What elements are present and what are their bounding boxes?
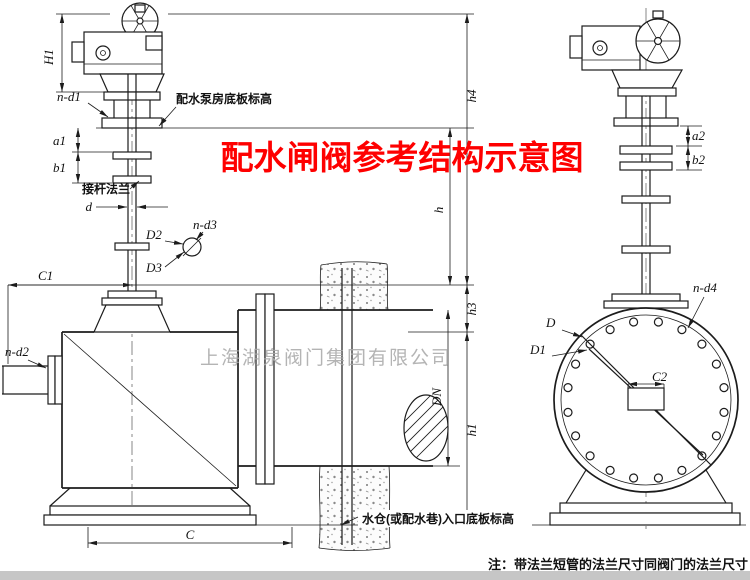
stub-flange [54,355,63,405]
base-right [549,469,741,526]
bonnet-flange-lower [603,300,689,309]
dims-right: a2 b2 n-d4 D D1 C2 [529,125,717,390]
dim-label-D1: D1 [529,342,546,357]
wall-lower-hatch [319,466,390,551]
pump-floor-label: 配水泵房底板标高 [176,91,272,106]
dim-label-D3: D3 [145,260,162,275]
dim-label-n-d3: n-d3 [193,217,217,232]
outlet-pipe [238,293,449,485]
base-plate [49,505,251,516]
base-plate [549,512,741,526]
bonnet-flange-upper [107,290,157,299]
dim-label-D2: D2 [145,227,162,242]
dim-label-h4: h4 [464,89,479,103]
bonnet-flange-lower [101,297,163,306]
dim-label-h1: h1 [464,424,479,437]
actuator-mount-flange [617,87,677,97]
stem-flange-mid [114,242,150,251]
drawing-title: 配水闸阀参考结构示意图 [221,139,584,176]
base-flare [229,487,251,507]
dim-label-a1: a1 [53,133,66,148]
bottom-scrollbar[interactable] [0,571,750,580]
wall-edge [318,465,321,549]
actuator-box [145,35,163,51]
actuator-knob [95,45,111,61]
valve-body-left [2,304,257,526]
floor-flange [101,117,163,129]
dim-label-n-d4: n-d4 [693,280,717,295]
pipe-flange [264,293,275,485]
actuator-left [71,2,165,129]
dim-label-b2: b2 [692,152,706,167]
dim-label-C1: C1 [38,268,53,283]
dim-label-n-d1: n-d1 [57,89,81,104]
base-plate [43,514,257,526]
actuator-knob-center [597,45,603,51]
wall-upper-hatch [320,261,388,310]
dim-label-b1: b1 [53,160,66,175]
wall-edge [388,465,391,549]
actuator-cap [652,10,664,19]
stem-right [603,96,689,388]
dim-label-C2: C2 [652,369,668,384]
actuator-mount-flange [103,91,161,101]
actuator-mount [99,73,165,93]
dim-label-C: C [186,527,195,542]
valve-flange-front [553,307,739,493]
concrete-wall [318,261,391,551]
actuator-mount [611,69,684,89]
stem-flange-mid [621,195,671,204]
bonnet [93,304,171,333]
dim-label-h: h [431,207,446,214]
stem-left [101,74,163,310]
actuator-cap [134,4,146,13]
right-view: a2 b2 n-d4 D D1 C2 [529,8,741,533]
actuator-motor [569,35,583,59]
bolt-holes [563,317,729,483]
left-view: H1 n-d1 配水泵房底板标高 a1 b1 接杆法兰 d D2 n-d3 D3 [2,2,746,551]
base-plate [559,502,733,514]
sump-label-bg [358,510,532,527]
rod-flange-upper [112,151,152,160]
rod-flange-upper [619,145,673,155]
dims-left: H1 n-d1 配水泵房底板标高 a1 b1 接杆法兰 d D2 n-d3 D3 [5,13,532,548]
actuator-right [569,10,684,127]
stem-flange-mid [621,245,671,254]
stem-nut-block [627,387,665,411]
rod-flange-label: 接杆法兰 [82,181,130,196]
base-flare [705,469,727,504]
rod-flange-lower [619,161,673,171]
wall-edge [386,263,389,311]
actuator-knob-center [100,50,106,56]
actuator-body [581,25,641,71]
actuator-knob [592,40,608,56]
base-flare [565,469,587,504]
base-flare [49,487,71,507]
stub-flange [47,355,56,405]
dim-label-a2: a2 [692,128,706,143]
dim-label-d: d [86,199,93,214]
floor-flange [613,117,679,127]
dim-label-h3: h3 [464,302,479,316]
wall-break-line [318,547,391,551]
sump-floor-label: 水仓(或配水巷)入口底板标高 [362,511,514,526]
dim-label-DN: DN [429,387,444,407]
wall-break-line [320,261,388,266]
dim-label-D: D [545,315,556,330]
hand-wheel-icon [635,18,681,64]
pipe-flange [255,293,266,485]
flange-rim-circle [560,314,732,486]
dim-label-n-d2: n-d2 [5,344,29,359]
dim-label-H1: H1 [41,49,56,66]
body-diagonal [63,333,237,487]
wall-edge [319,264,322,311]
flange-note: 注：带法兰短管的法兰尺寸同阀门的法兰尺寸 [488,557,748,572]
actuator-motor [71,41,85,63]
company-watermark: 上海湖泉阀门集团有限公司 [200,347,452,369]
bonnet-flange-upper [611,293,681,302]
